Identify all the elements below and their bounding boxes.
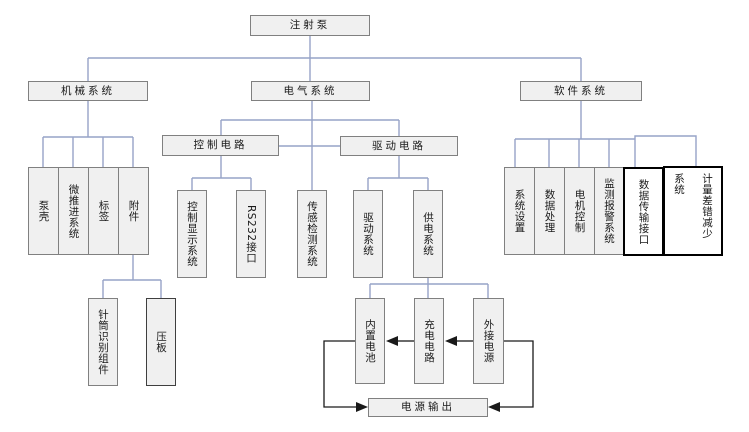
tree-connectors xyxy=(42,36,697,298)
node-micro-propulsion-system-label: 微推进系统 xyxy=(67,183,80,239)
node-data-transmission-interface-label: 数据传输接口 xyxy=(637,178,650,245)
node-data-processing-label: 数据处理 xyxy=(543,189,556,233)
node-label-tag: 标签 xyxy=(88,167,119,255)
node-label-tag-label: 标签 xyxy=(97,200,110,222)
node-power-supply-system-label: 供电系统 xyxy=(422,212,435,256)
node-syringe-id-component: 针筒识别组件 xyxy=(88,298,118,386)
node-internal-battery-label: 内置电池 xyxy=(364,319,377,363)
node-electrical-system: 电气系统 xyxy=(251,81,370,101)
node-power-output: 电源输出 xyxy=(368,398,488,417)
node-pressure-plate-label: 压板 xyxy=(155,331,168,353)
node-system-settings-label: 系统设置 xyxy=(513,189,526,233)
node-charging-circuit-label: 充电电路 xyxy=(423,319,436,363)
metering-error-left-column-text: 系统 xyxy=(673,173,686,195)
node-drive-circuit-label: 驱动电路 xyxy=(372,139,426,152)
node-power-supply-system: 供电系统 xyxy=(413,190,443,278)
node-rs232-interface-label: RS232接口 xyxy=(245,204,258,264)
node-software-system-label: 软件系统 xyxy=(554,84,608,97)
node-sensor-detection-system-label: 传感检测系统 xyxy=(306,201,319,267)
node-motor-control-label: 电机控制 xyxy=(573,189,586,233)
node-electrical-system-label: 电气系统 xyxy=(283,84,338,97)
node-monitoring-alarm-system: 监测报警系统 xyxy=(594,167,624,255)
node-power-output-label: 电源输出 xyxy=(401,401,455,414)
node-control-circuit: 控制电路 xyxy=(162,135,279,156)
metering-error-left-column: 系统 xyxy=(665,168,693,254)
node-external-power: 外接电源 xyxy=(473,298,504,384)
node-data-processing: 数据处理 xyxy=(534,167,565,255)
node-pump-shell: 泵壳 xyxy=(28,167,59,255)
node-external-power-label: 外接电源 xyxy=(482,319,495,363)
node-accessories: 附件 xyxy=(118,167,149,255)
node-drive-system: 驱动系统 xyxy=(353,190,383,278)
node-software-system: 软件系统 xyxy=(520,81,642,101)
node-injection-pump-label: 注射泵 xyxy=(289,19,331,32)
node-system-settings: 系统设置 xyxy=(504,167,535,255)
node-drive-system-label: 驱动系统 xyxy=(362,212,375,256)
metering-error-right-column: 计量差错减少 xyxy=(693,168,721,254)
node-charging-circuit: 充电电路 xyxy=(414,298,444,384)
node-motor-control: 电机控制 xyxy=(564,167,595,255)
node-rs232-interface: RS232接口 xyxy=(236,190,266,278)
node-sensor-detection-system: 传感检测系统 xyxy=(297,190,327,278)
node-metering-error-reduction-system: 系统 计量差错减少 xyxy=(663,166,723,256)
metering-error-right-column-text: 计量差错减少 xyxy=(701,173,714,239)
node-micro-propulsion-system: 微推进系统 xyxy=(58,167,89,255)
node-accessories-label: 附件 xyxy=(127,200,140,222)
node-pressure-plate: 压板 xyxy=(146,298,176,386)
node-data-transmission-interface: 数据传输接口 xyxy=(623,167,664,256)
node-control-circuit-label: 控制电路 xyxy=(193,139,248,152)
node-injection-pump: 注射泵 xyxy=(250,15,370,36)
node-mechanical-system: 机械系统 xyxy=(28,81,148,101)
node-mechanical-system-label: 机械系统 xyxy=(61,84,115,97)
node-syringe-id-component-label: 针筒识别组件 xyxy=(97,309,110,375)
node-monitoring-alarm-system-label: 监测报警系统 xyxy=(603,178,616,244)
node-internal-battery: 内置电池 xyxy=(355,298,385,384)
node-pump-shell-label: 泵壳 xyxy=(37,200,50,222)
flow-arrows xyxy=(323,336,534,412)
node-control-display-system-label: 控制显示系统 xyxy=(186,201,199,267)
node-drive-circuit: 驱动电路 xyxy=(340,136,458,156)
node-control-display-system: 控制显示系统 xyxy=(177,190,207,278)
